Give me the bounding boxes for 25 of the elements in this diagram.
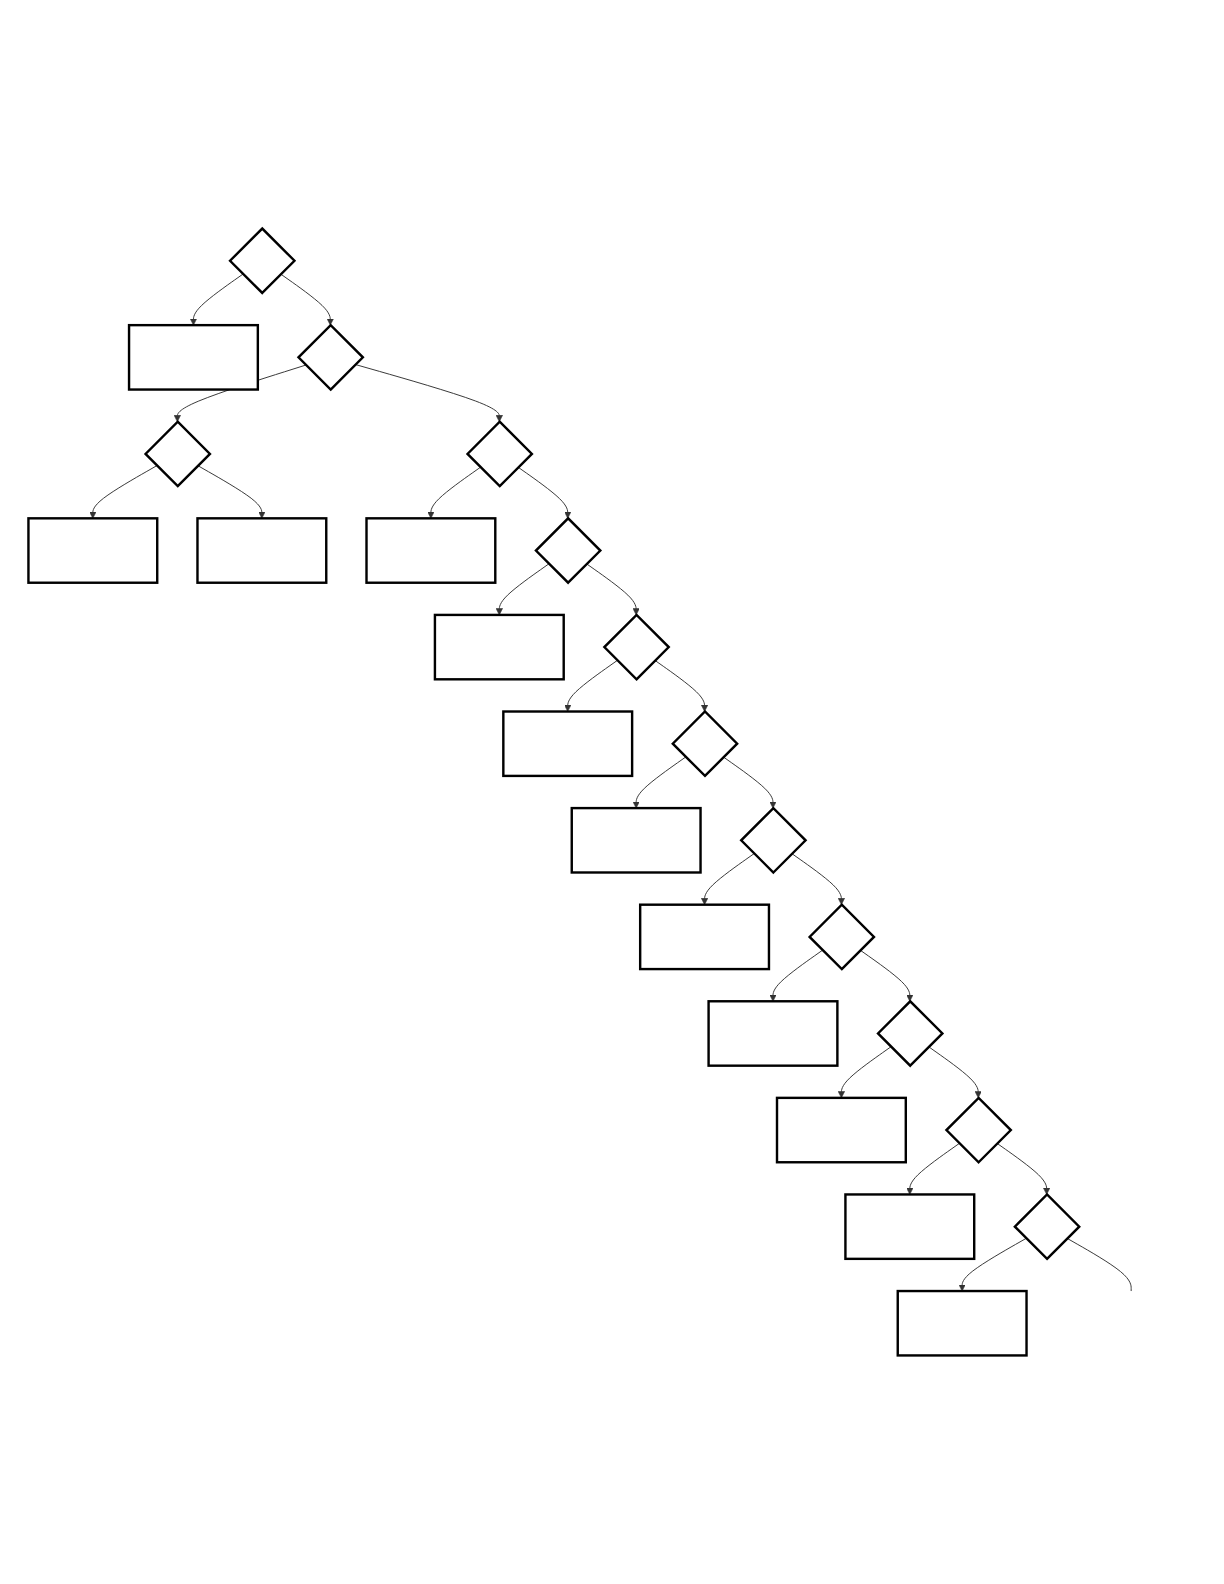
- node-box: [707, 1000, 839, 1067]
- node-diamond: [534, 516, 603, 585]
- node-box: [570, 806, 702, 874]
- node-diamond: [807, 903, 876, 971]
- node-box: [844, 1193, 976, 1261]
- node-box: [896, 1289, 1028, 1357]
- node-box: [775, 1096, 907, 1164]
- node-diamond: [465, 420, 534, 488]
- node-box: [638, 903, 771, 971]
- node-diamond: [671, 709, 739, 778]
- node-box: [27, 517, 159, 584]
- node-box: [365, 517, 497, 584]
- node-box: [502, 710, 634, 778]
- node-diamond: [228, 226, 297, 295]
- node-diamond: [944, 1096, 1013, 1164]
- node-box: [433, 613, 565, 681]
- node-diamond: [1013, 1192, 1081, 1261]
- connector: [1066, 1237, 1132, 1292]
- node-box: [196, 517, 328, 584]
- node-diamond: [876, 999, 945, 1068]
- node-diamond: [602, 613, 671, 681]
- node-diamond: [296, 323, 365, 392]
- node-diamond: [143, 420, 212, 488]
- node-box: [127, 323, 260, 391]
- node-diamond: [739, 806, 808, 875]
